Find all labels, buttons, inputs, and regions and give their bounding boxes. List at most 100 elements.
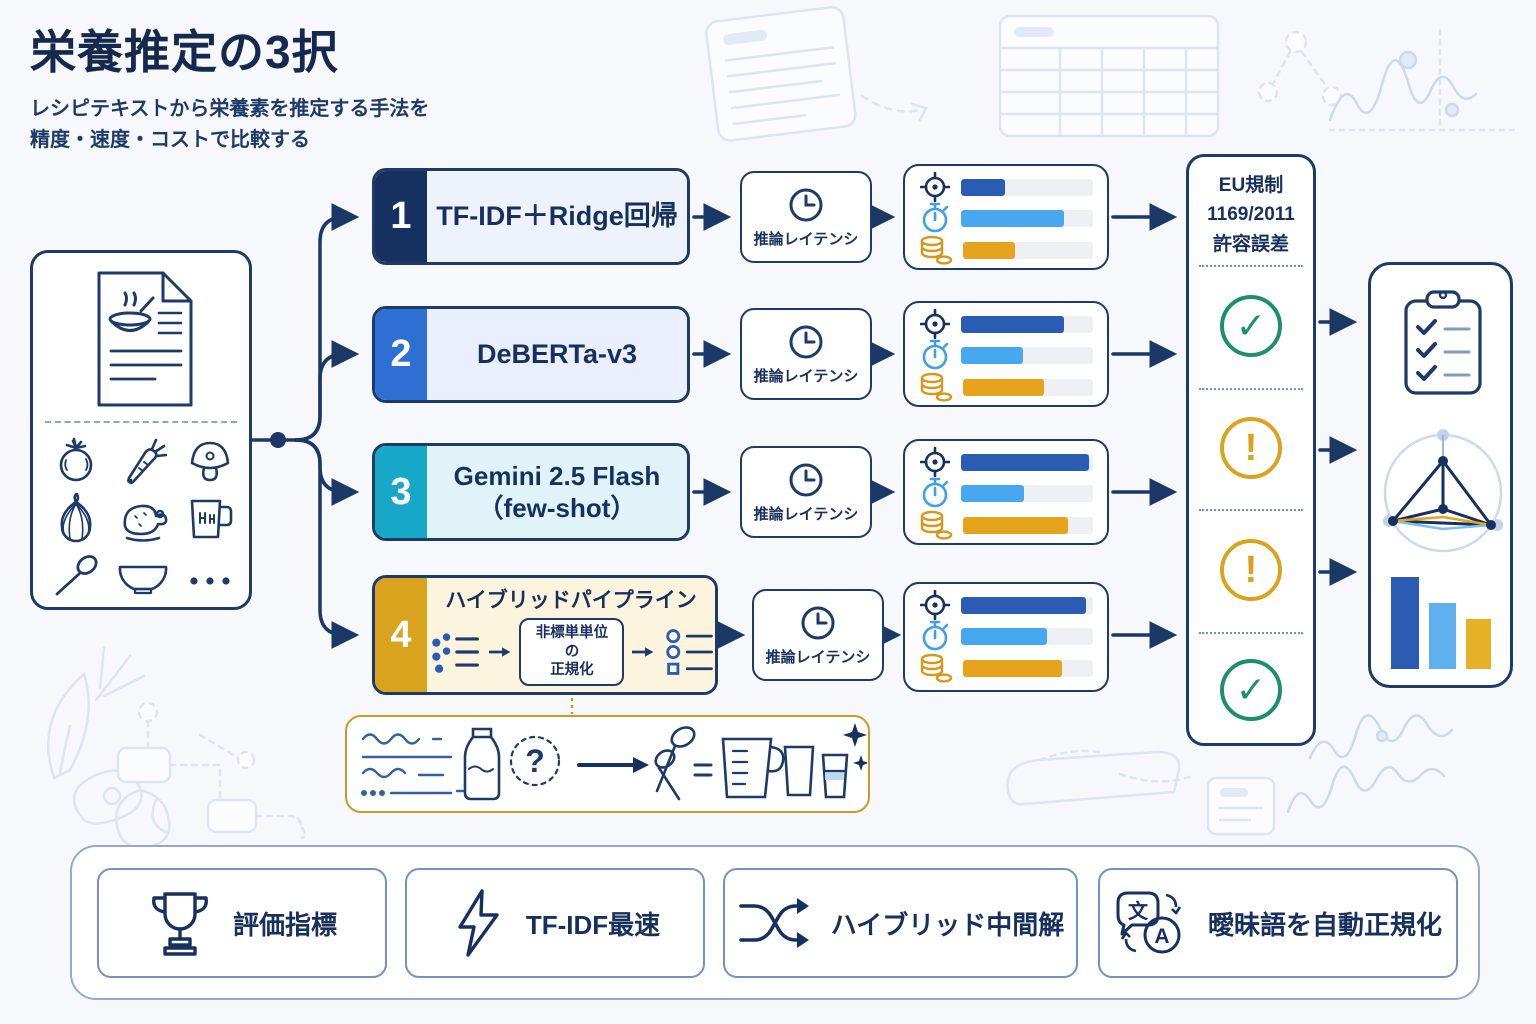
glasses-icon (783, 745, 849, 799)
latency-box-4: 推論レイテンシ (752, 589, 884, 681)
normalization-substep-box: 非標単単位の 正規化 (519, 617, 625, 687)
shuffle-icon (738, 898, 809, 948)
compliance-status-2: ! (1220, 417, 1282, 479)
page-title: 栄養推定の3択 (30, 26, 339, 78)
svg-text:?: ? (525, 743, 545, 779)
cost-bar (963, 378, 1044, 396)
tomato-icon (60, 438, 93, 482)
faded-bread-sketch (1006, 749, 1194, 806)
method-label-1: TF-IDF＋Ridge回帰 (436, 200, 678, 231)
faded-wave-chart (1328, 28, 1522, 132)
latency-box-1: 推論レイテンシ (740, 171, 872, 263)
ellipsis-icon (190, 577, 230, 585)
coins-icon (919, 652, 953, 684)
legend-label: TF-IDF最速 (525, 909, 661, 940)
bowl-icon (118, 565, 168, 594)
stopwatch-icon (919, 339, 951, 371)
latency-label: 推論レイテンシ (753, 230, 859, 248)
clock-icon (789, 188, 823, 221)
accuracy-bar (961, 596, 1087, 614)
measuring-jug-icon (721, 737, 785, 799)
clock-icon (789, 463, 823, 496)
output-panel (1368, 262, 1513, 688)
coins-icon (919, 234, 953, 266)
subtitle-line-2: 精度・速度・コストで比較する (30, 129, 310, 151)
mushroom-icon (190, 442, 229, 482)
subtitle-line-1: レシピテキストから栄養素を推定する手法を (30, 98, 430, 120)
flow-arrow-icon (632, 647, 654, 657)
metrics-box-3 (903, 439, 1109, 545)
stopwatch-icon (919, 202, 951, 234)
onion-icon (60, 492, 92, 543)
svg-text:A: A (1154, 925, 1169, 948)
faded-leaf-sketch (47, 646, 146, 825)
eu-separator (1199, 388, 1303, 390)
lightning-icon (458, 889, 499, 957)
latency-label: 推論レイテンシ (765, 648, 871, 666)
speed-bar (961, 627, 1047, 645)
method-label-3: Gemini 2.5 Flash (453, 460, 661, 491)
method-number-2: 2 (375, 309, 427, 400)
eu-header-line2: 1169/2011 (1207, 204, 1295, 226)
clock-icon (789, 325, 823, 358)
eu-header-line1: EU規制 (1218, 175, 1284, 196)
recipe-input-panel (30, 250, 252, 610)
compliance-status-1: ✓ (1220, 295, 1282, 357)
latency-box-2: 推論レイテンシ (740, 308, 872, 400)
legend-label: ハイブリッド中間解 (830, 909, 1065, 940)
faded-flowchart-sketch (115, 701, 308, 849)
method-box-4: 4 ハイブリッドパイプライン 非標単単位の 正規化 (372, 575, 718, 695)
legend-item-metrics: 評価指標 (97, 868, 387, 978)
accuracy-bar (961, 178, 1005, 196)
handwritten-text-icon (360, 733, 465, 796)
method-number-1: 1 (375, 171, 427, 262)
divider-dashed (45, 421, 237, 423)
milk-bottle-icon (463, 727, 501, 801)
sparkle-icon (843, 723, 867, 771)
question-mark-icon: ? (509, 735, 561, 787)
faded-document-sketch (705, 6, 857, 142)
raw-tokens-icon (432, 633, 479, 673)
target-icon (919, 309, 951, 339)
eu-header-line3: 許容誤差 (1212, 233, 1289, 255)
translate-icon: 文 A (1116, 891, 1182, 954)
metrics-box-2 (903, 301, 1109, 407)
method-number-3: 3 (375, 446, 427, 538)
legend-label: 曖昧語を自動正規化 (1207, 909, 1442, 940)
compliance-status-3: ! (1220, 539, 1282, 601)
stopwatch-icon (919, 477, 951, 509)
speed-bar (961, 209, 1064, 227)
method-label-4: ハイブリッドパイプライン (445, 588, 697, 612)
metrics-box-1 (903, 164, 1109, 270)
target-icon (919, 447, 951, 477)
target-icon (919, 590, 951, 620)
coins-icon (919, 509, 953, 541)
speed-bar (961, 484, 1025, 502)
faded-node-graph (1257, 30, 1343, 107)
carrot-icon (127, 439, 167, 485)
stopwatch-icon (919, 620, 951, 652)
latency-label: 推論レイテンシ (753, 367, 859, 385)
arrow-icon (577, 757, 649, 773)
coins-icon (919, 371, 953, 403)
eu-separator (1199, 509, 1303, 511)
substep-line2: 正規化 (550, 662, 594, 679)
accuracy-bar (961, 315, 1064, 333)
metrics-box-4 (903, 582, 1109, 692)
clock-icon (801, 606, 835, 639)
latency-box-3: 推論レイテンシ (740, 446, 872, 538)
legend-item-normalize: 文 A 曖昧語を自動正規化 (1098, 868, 1458, 978)
legend-label: 評価指標 (232, 909, 337, 940)
method-label-3-line2: （few-shot） (477, 493, 637, 523)
spoons-icon (654, 726, 713, 801)
radar-chart-icon (1383, 429, 1503, 553)
legend-item-hybrid: ハイブリッド中間解 (723, 868, 1078, 978)
method-box-1: 1 TF-IDF＋Ridge回帰 (372, 168, 690, 265)
faded-mini-doc (1206, 776, 1276, 836)
spoon-icon (55, 554, 98, 596)
chicken-icon (123, 504, 168, 542)
recipe-document-icon (97, 271, 193, 407)
target-icon (919, 172, 951, 202)
normalized-list-icon (666, 629, 713, 675)
bar-chart-icon (1391, 577, 1491, 669)
